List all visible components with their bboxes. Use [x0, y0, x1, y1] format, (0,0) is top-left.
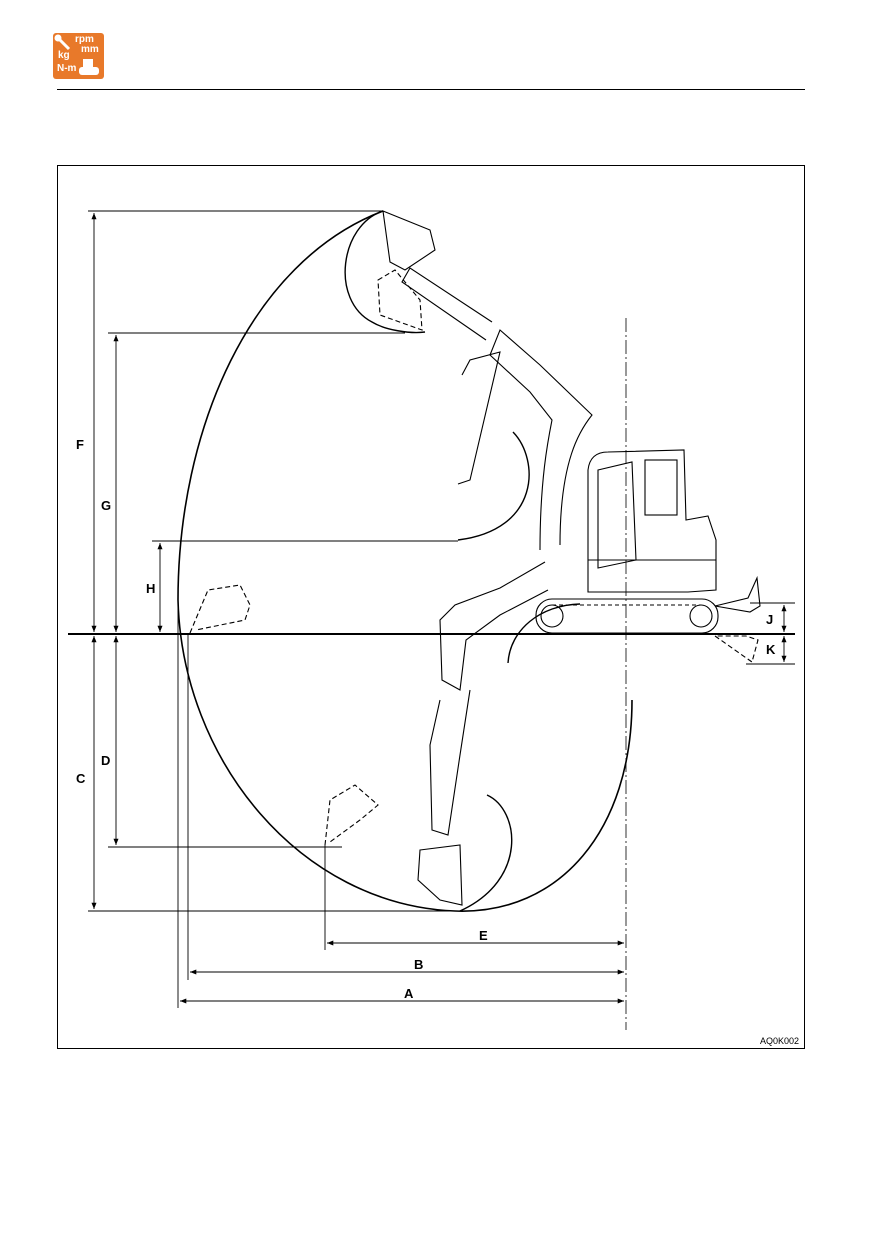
cab: [588, 450, 716, 592]
mid-bucket-arc: [458, 432, 529, 540]
label-J: J: [766, 612, 773, 627]
figure-reference-code: AQ0K002: [760, 1036, 799, 1046]
vertical-dimensions: [94, 213, 784, 909]
label-C: C: [76, 771, 86, 786]
dozer-blade-down: [715, 636, 758, 662]
reach-envelope: [178, 211, 632, 911]
label-G: G: [101, 498, 111, 513]
excavator: [190, 211, 760, 905]
label-H: H: [146, 581, 155, 596]
label-A: A: [404, 986, 414, 1001]
low-bucket-arc: [460, 795, 512, 911]
bucket-upper: [383, 211, 435, 270]
bucket-depth-reach: [325, 785, 378, 845]
bucket-ground-reach: [190, 585, 250, 633]
bucket-lower: [418, 845, 462, 905]
boom-lower: [440, 562, 548, 690]
label-B: B: [414, 957, 423, 972]
label-D: D: [101, 753, 110, 768]
label-E: E: [479, 928, 488, 943]
boom-upper: [490, 330, 592, 550]
dozer-blade-up: [715, 578, 760, 612]
label-K: K: [766, 642, 776, 657]
reference-lines: [88, 211, 795, 1008]
horizontal-dimensions: [180, 943, 624, 1001]
label-F: F: [76, 437, 84, 452]
